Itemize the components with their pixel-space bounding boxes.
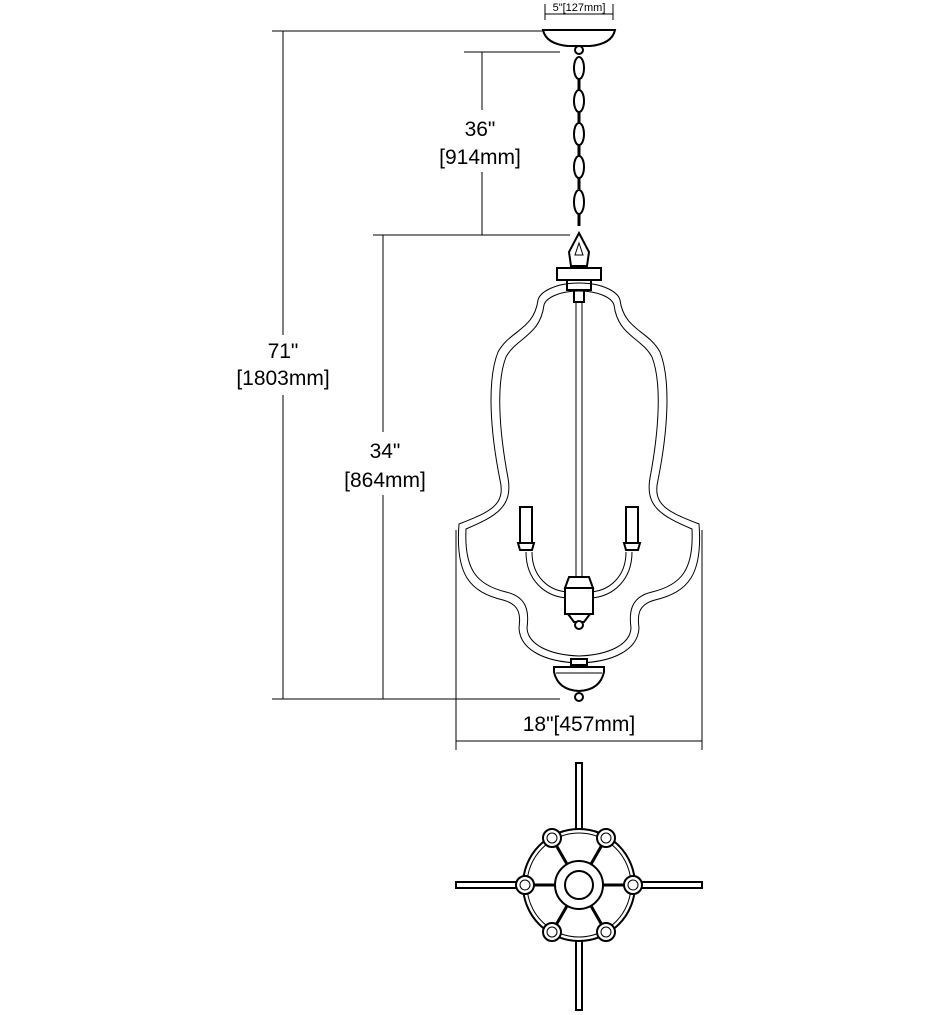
- body-height-inches: 34": [370, 440, 401, 463]
- body-height-mm: [864mm]: [344, 469, 426, 492]
- candle-arms: [516, 506, 642, 630]
- right-candle: [625, 506, 639, 544]
- chain-length-mm: [914mm]: [439, 146, 521, 169]
- canopy-width-dimension: 5"[127mm]: [544, 2, 614, 20]
- chain-length-inches: 36": [465, 118, 496, 141]
- body-width-label: 18"[457mm]: [523, 713, 636, 736]
- hanging-loop: [556, 230, 602, 291]
- overall-height-mm: [1803mm]: [236, 367, 329, 390]
- bottom-finial: [553, 658, 605, 702]
- chain: [573, 56, 585, 226]
- center-rod: [573, 289, 585, 578]
- canopy-width-label: 5"[127mm]: [553, 2, 606, 14]
- body-height-dimension: 34" [864mm]: [344, 234, 464, 699]
- left-candle: [519, 506, 533, 544]
- bottom-plan-view: [455, 762, 703, 1011]
- canopy: [541, 29, 617, 55]
- body-width-dimension: 18"[457mm]: [455, 530, 703, 750]
- overall-height-dimension: 71" [1803mm]: [236, 30, 560, 700]
- chain-length-dimension: 36" [914mm]: [439, 51, 570, 236]
- overall-height-inches: 71": [268, 340, 299, 363]
